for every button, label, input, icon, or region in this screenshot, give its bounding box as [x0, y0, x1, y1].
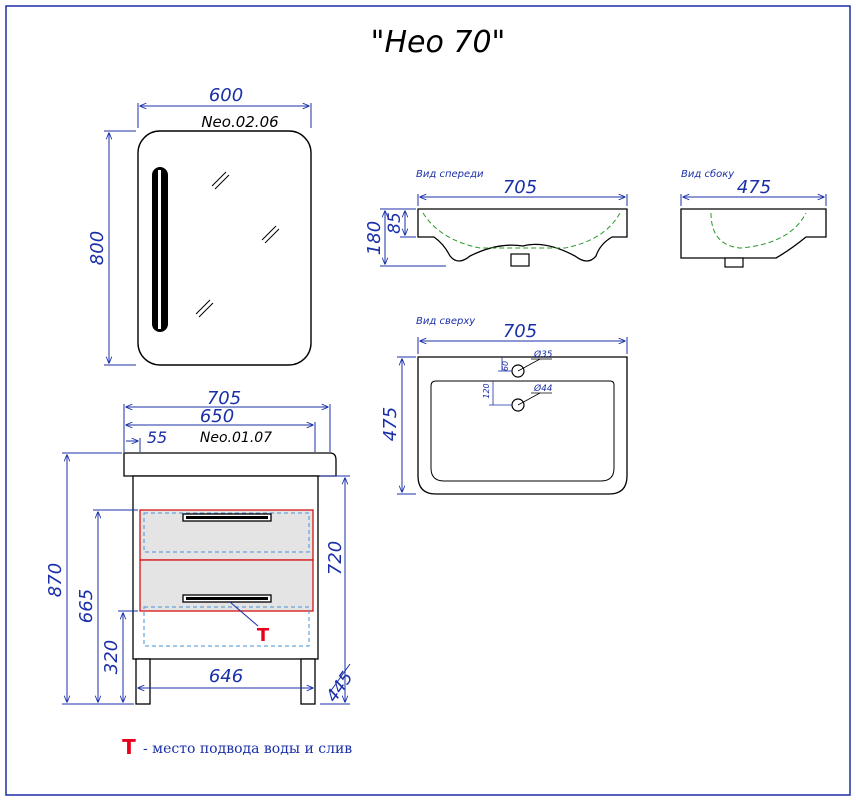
legend-marker: T: [122, 735, 136, 759]
basin-side-outline: [680, 208, 827, 259]
basin-side-bowl-hidden: [710, 212, 807, 249]
basin-side-view: Вид сбоку 475: [680, 168, 827, 268]
basin-front-height-label: 180: [364, 221, 385, 255]
legend-text: - место подвода воды и слив: [143, 741, 352, 757]
page-frame: [5, 5, 851, 796]
water-supply-marker: T: [257, 625, 270, 646]
drawer-bottom: [139, 559, 314, 612]
mirror-height-label: 800: [87, 231, 108, 265]
cabinet-depth-label: 445: [322, 668, 357, 706]
basin-front-bowl-hidden: [422, 212, 621, 249]
cabinet-body-height-label: 720: [325, 541, 346, 575]
cabinet-total-height-label: 870: [45, 563, 66, 597]
basin-top-width-label: 705: [503, 321, 537, 342]
cabinet-body-width-label: 650: [200, 406, 234, 427]
basin-front-outline: [417, 208, 628, 262]
drain-offset-label: 120: [482, 383, 491, 398]
mirror-width-label: 600: [209, 85, 243, 106]
basin-top-view: Вид сверху 705 Ø35 Ø44 60 120 475: [380, 316, 628, 495]
basin-front-bowl-label: 85: [385, 212, 405, 234]
cabinet-base-width-label: 646: [209, 666, 243, 687]
cabinet-legs-height-label: 320: [101, 640, 122, 674]
basin-front-view: Вид спереди 705 180 85: [364, 169, 628, 267]
tap-offset-label: 60: [501, 361, 510, 371]
legend: T - место подвода воды и слив: [122, 735, 352, 759]
basin-front-width-label: 705: [503, 177, 537, 198]
top-view-label: Вид сверху: [416, 316, 476, 327]
side-view-label: Вид сбоку: [681, 168, 735, 180]
basin-top-depth-label: 475: [380, 407, 401, 441]
mirror-glare-icon: [195, 171, 280, 318]
front-view-label: Вид спереди: [416, 169, 484, 180]
mirror-outline: [137, 130, 312, 366]
basin-side-drain: [724, 257, 744, 268]
cabinet-leg-right: [300, 658, 316, 705]
basin-front-drain: [510, 253, 530, 267]
cabinet-offset-label: 55: [147, 428, 167, 447]
cabinet-depth-dimension: [329, 663, 351, 693]
cabinet-leg-left: [135, 658, 151, 705]
cabinet-drawers-height-label: 665: [76, 589, 97, 623]
cabinet-sink-top: [123, 452, 337, 477]
mirror-view: 600 Neo.02.06 800: [87, 85, 312, 366]
cabinet-top-width-label: 705: [207, 388, 241, 409]
mirror-code: Neo.02.06: [201, 113, 278, 131]
cabinet-view: 705 650 55 Neo.01.07 T 870: [45, 388, 357, 706]
cabinet-code: Neo.01.07: [200, 430, 272, 446]
tap-hole-label: Ø35: [533, 349, 553, 360]
drain-hole-label: Ø44: [533, 383, 553, 394]
basin-side-depth-label: 475: [737, 177, 771, 198]
basin-top-bowl: [430, 380, 615, 482]
page-title: "Нео 70": [371, 25, 506, 60]
